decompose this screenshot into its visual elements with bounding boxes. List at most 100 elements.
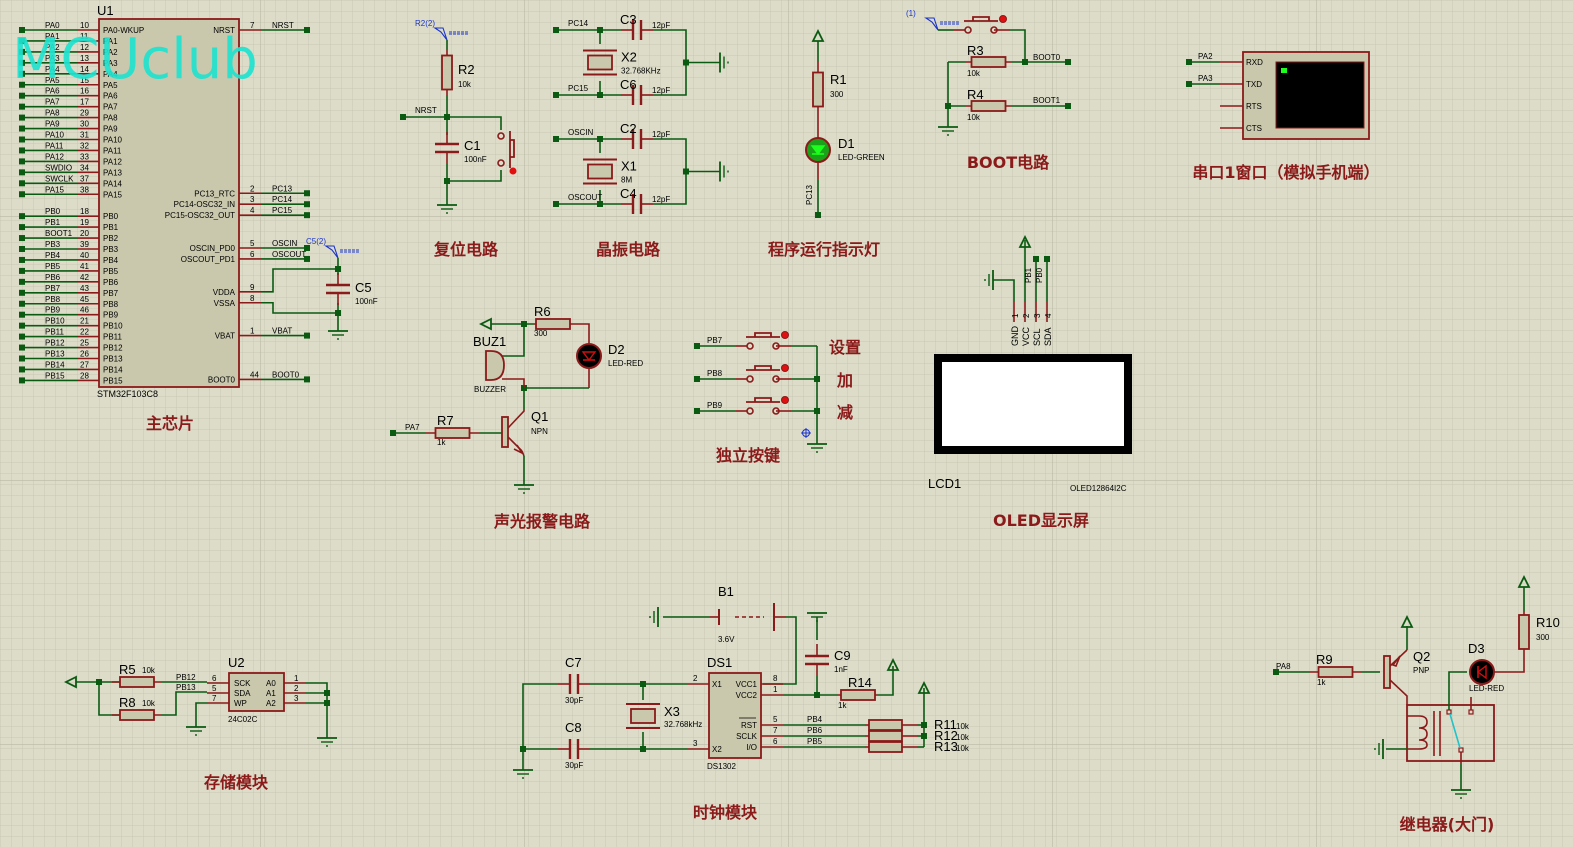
net-terminal[interactable] (19, 59, 25, 66)
net-terminal[interactable] (304, 376, 310, 383)
net-terminal[interactable] (19, 27, 25, 33)
r4-resistor[interactable] (965, 100, 1012, 112)
voltage-probe[interactable]: C5(2) (306, 237, 360, 259)
net-terminal[interactable] (694, 408, 700, 414)
r9-resistor[interactable] (1310, 666, 1361, 678)
x2-cap-top[interactable] (621, 20, 653, 40)
q2-pnp-transistor[interactable] (1383, 649, 1408, 705)
x3-crystal[interactable] (626, 703, 660, 729)
b1-battery[interactable] (710, 603, 786, 631)
r8-resistor[interactable] (112, 709, 162, 721)
net-terminal[interactable] (19, 246, 25, 252)
net-terminal[interactable] (19, 278, 25, 285)
net-terminal[interactable] (304, 245, 310, 251)
net-terminal[interactable] (1065, 103, 1071, 109)
button-state-indicator[interactable] (781, 331, 789, 339)
pullup-resistor-2[interactable] (865, 730, 917, 742)
net-terminal[interactable] (390, 430, 396, 436)
key-button-1[interactable] (746, 331, 789, 350)
x1-cap-top[interactable] (621, 129, 653, 149)
net-terminal[interactable] (19, 267, 25, 274)
net-terminal[interactable] (1186, 81, 1192, 87)
relay-switch[interactable] (1406, 697, 1495, 763)
d2-led-red[interactable] (576, 343, 602, 369)
pullup-resistor-3[interactable] (865, 741, 917, 753)
terminal-screen[interactable] (1275, 61, 1365, 129)
c7-capacitor[interactable] (558, 674, 590, 694)
net-terminal[interactable] (553, 92, 559, 98)
net-terminal[interactable] (19, 355, 25, 362)
net-terminal[interactable] (19, 125, 25, 132)
net-terminal[interactable] (19, 81, 25, 88)
q1-npn-transistor[interactable] (501, 410, 525, 455)
voltage-probe[interactable]: (1) (906, 9, 960, 31)
net-terminal[interactable] (304, 27, 310, 33)
net-terminal[interactable] (19, 147, 25, 154)
c8-capacitor[interactable] (558, 739, 590, 759)
relay-armature[interactable] (1449, 713, 1461, 749)
net-terminal[interactable] (1065, 59, 1071, 65)
net-terminal[interactable] (19, 256, 25, 263)
net-terminal[interactable] (19, 224, 25, 231)
net-terminal[interactable] (19, 70, 25, 77)
net-terminal[interactable] (19, 333, 25, 340)
reset-push-button[interactable] (497, 131, 517, 175)
button-state-indicator[interactable] (781, 396, 789, 404)
x2-crystal[interactable] (583, 49, 617, 76)
button-state-indicator[interactable] (999, 15, 1007, 23)
d1-led-green[interactable] (805, 137, 831, 163)
net-terminal[interactable] (304, 190, 310, 197)
net-terminal[interactable] (1273, 669, 1279, 675)
d3-led-red[interactable] (1469, 659, 1495, 685)
net-terminal[interactable] (400, 114, 406, 120)
net-terminal[interactable] (19, 180, 25, 187)
net-terminal[interactable] (19, 191, 25, 198)
r10-resistor[interactable] (1518, 612, 1530, 652)
net-terminal[interactable] (694, 376, 700, 382)
button-state-indicator[interactable] (781, 364, 789, 372)
r6-resistor[interactable] (533, 318, 573, 330)
net-terminal[interactable] (19, 322, 25, 329)
net-terminal[interactable] (1044, 256, 1050, 262)
net-terminal[interactable] (19, 158, 25, 165)
r14-resistor[interactable] (838, 689, 878, 701)
net-terminal[interactable] (19, 235, 25, 242)
net-terminal[interactable] (1033, 256, 1039, 262)
net-terminal[interactable] (694, 343, 700, 349)
net-terminal[interactable] (304, 212, 310, 219)
